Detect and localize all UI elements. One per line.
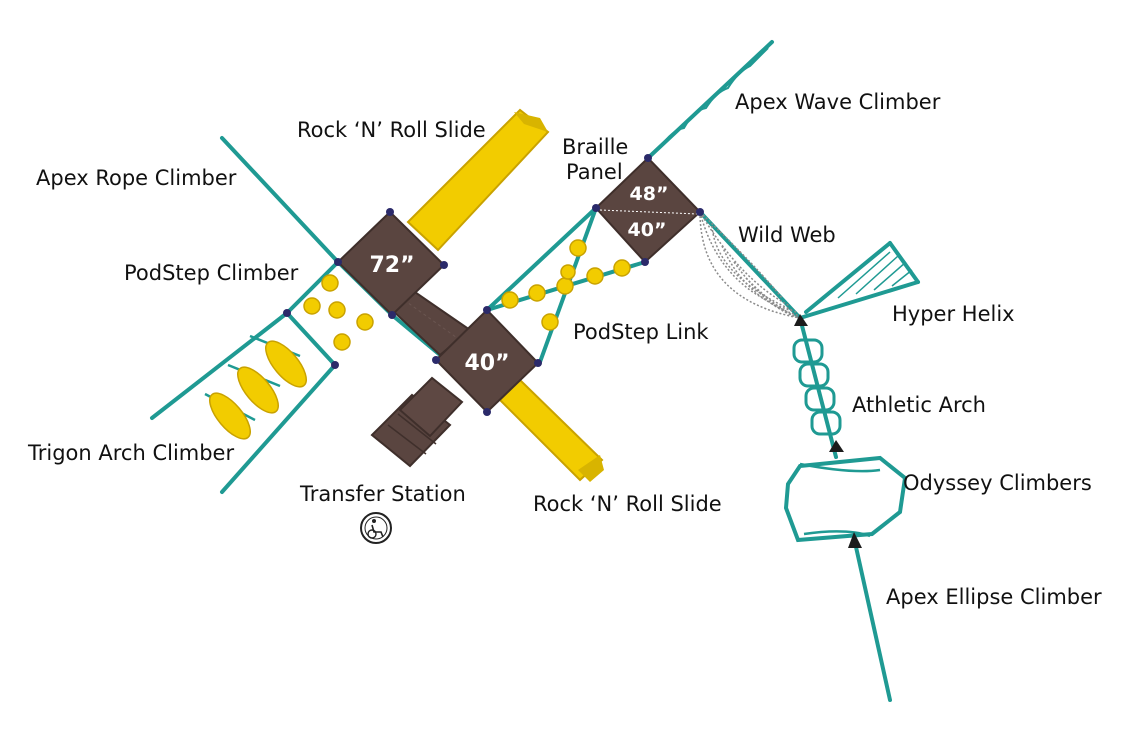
podstep-link-pods: [501, 239, 631, 331]
label-podstep-climber: PodStep Climber: [124, 261, 299, 285]
hyper-helix-lines: [819, 249, 913, 303]
label-trigon-arch-climber: Trigon Arch Climber: [28, 441, 235, 465]
transfer-station-steps: [370, 376, 464, 468]
apex-rope-climber-rail: [220, 136, 340, 264]
deck-40-main-label: 40”: [464, 351, 509, 376]
deck-40-main: 40”: [434, 308, 540, 414]
label-apex-rope-climber: Apex Rope Climber: [36, 166, 237, 190]
podstep-climber-pods: [303, 274, 374, 351]
label-athletic-arch: Athletic Arch: [852, 393, 986, 417]
label-transfer-station: Transfer Station: [300, 482, 466, 506]
rock-n-roll-slide-lower: [498, 378, 604, 482]
label-braille-panel-line1: Braille: [562, 135, 629, 159]
wild-web-net: [699, 211, 801, 319]
rock-n-roll-slide-upper: [406, 108, 550, 252]
label-podstep-link: PodStep Link: [573, 320, 709, 344]
label-hyper-helix: Hyper Helix: [892, 302, 1015, 326]
label-apex-ellipse-climber: Apex Ellipse Climber: [886, 585, 1102, 609]
label-braille-panel-line2: Panel: [566, 160, 623, 184]
post-nodes: [283, 154, 704, 416]
label-apex-wave-climber: Apex Wave Climber: [735, 90, 941, 114]
ground-anchors: [794, 314, 862, 548]
wheelchair-accessibility-icon: [360, 512, 392, 544]
label-rock-n-roll-slide-bottom: Rock ‘N’ Roll Slide: [533, 492, 722, 516]
trigon-arch-holds: [209, 340, 307, 440]
label-wild-web: Wild Web: [738, 223, 836, 247]
apex-wave-detail: [659, 47, 769, 149]
deck-braille: 48” 40”: [594, 156, 702, 264]
odyssey-inner: [799, 462, 881, 538]
athletic-arch-rings: [792, 338, 842, 436]
deck-48-label: 48”: [630, 183, 669, 205]
label-rock-n-roll-slide-top: Rock ‘N’ Roll Slide: [297, 118, 486, 142]
deck-72-label: 72”: [369, 253, 414, 278]
label-odyssey-climbers: Odyssey Climbers: [903, 471, 1092, 495]
deck-40-upper-label: 40”: [628, 219, 667, 241]
